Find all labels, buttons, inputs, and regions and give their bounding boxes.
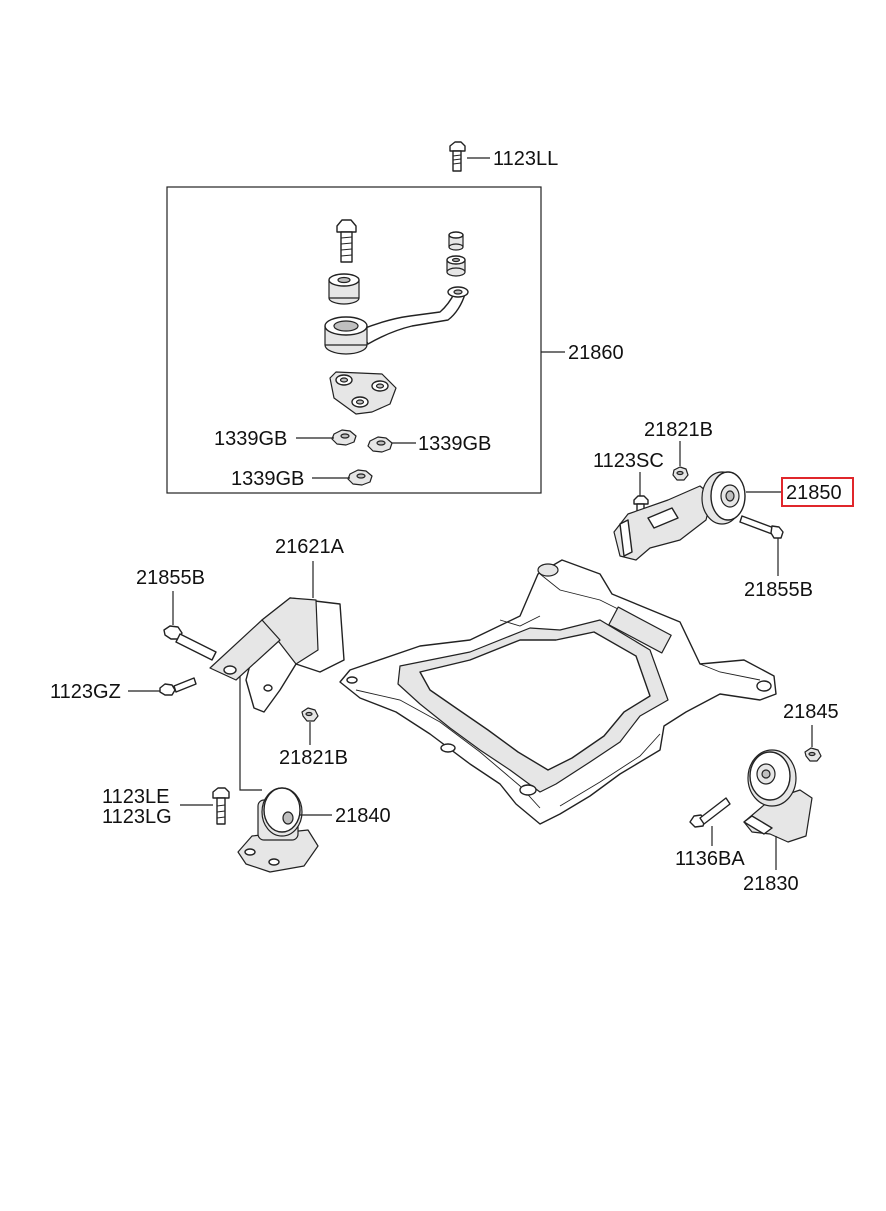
bolt-1123LL[interactable]	[449, 141, 466, 172]
label-1136BA[interactable]: 1136BA	[675, 848, 745, 870]
bolt-1136BA[interactable]	[689, 797, 731, 828]
box-bolt[interactable]	[336, 219, 357, 263]
label-21821B-left[interactable]: 21821B	[279, 747, 348, 769]
box-washer[interactable]	[446, 255, 466, 277]
label-1123LG[interactable]: 1123LG	[102, 806, 172, 828]
label-1123LE[interactable]: 1123LE	[102, 786, 169, 808]
box-plate-bracket[interactable]	[329, 371, 397, 415]
box-sleeve[interactable]	[448, 231, 464, 251]
bolt-1123GZ[interactable]	[159, 677, 197, 696]
nut-21821B-upper[interactable]	[672, 466, 689, 481]
label-21855B-upper[interactable]: 21855B	[744, 579, 813, 601]
bracket-assy-box	[166, 186, 542, 494]
nut-1339GB-right[interactable]	[367, 436, 393, 453]
bolt-21855B-left[interactable]	[163, 625, 217, 661]
label-21845[interactable]: 21845	[783, 701, 839, 723]
label-1339GB-bottom[interactable]: 1339GB	[231, 468, 304, 490]
bolt-21855B-upper[interactable]	[739, 515, 784, 539]
bracket-21621A[interactable]	[209, 597, 345, 713]
engine-mount-21840[interactable]	[237, 787, 319, 873]
highlight-box-21850	[781, 477, 854, 507]
label-21621A[interactable]: 21621A	[275, 536, 345, 558]
label-1123SC[interactable]: 1123SC	[593, 450, 664, 472]
engine-mount-21830[interactable]	[743, 749, 813, 843]
box-bushing-collar[interactable]	[328, 273, 360, 305]
engine-mount-21850[interactable]	[613, 471, 746, 561]
label-1339GB-left[interactable]: 1339GB	[214, 428, 287, 450]
nut-1339GB-bottom[interactable]	[347, 469, 373, 486]
label-21821B-upper[interactable]: 21821B	[644, 419, 713, 441]
subframe-crossmember	[339, 559, 777, 825]
nut-1339GB-left[interactable]	[331, 429, 357, 446]
label-21840[interactable]: 21840	[335, 805, 391, 827]
label-21850[interactable]: 21850	[786, 482, 842, 504]
label-21860[interactable]: 21860	[568, 342, 624, 364]
label-1339GB-right[interactable]: 1339GB	[418, 433, 491, 455]
nut-21821B-left[interactable]	[301, 707, 319, 722]
torque-rod[interactable]	[324, 286, 469, 355]
label-21830[interactable]: 21830	[743, 873, 799, 895]
label-1123LL[interactable]: 1123LL	[493, 148, 558, 170]
nut-21845[interactable]	[804, 747, 822, 762]
bolt-1123LE[interactable]	[212, 787, 230, 825]
label-1123GZ[interactable]: 1123GZ	[50, 681, 121, 703]
leader-bracket-to-mount	[239, 676, 262, 791]
label-21855B-left[interactable]: 21855B	[136, 567, 205, 589]
